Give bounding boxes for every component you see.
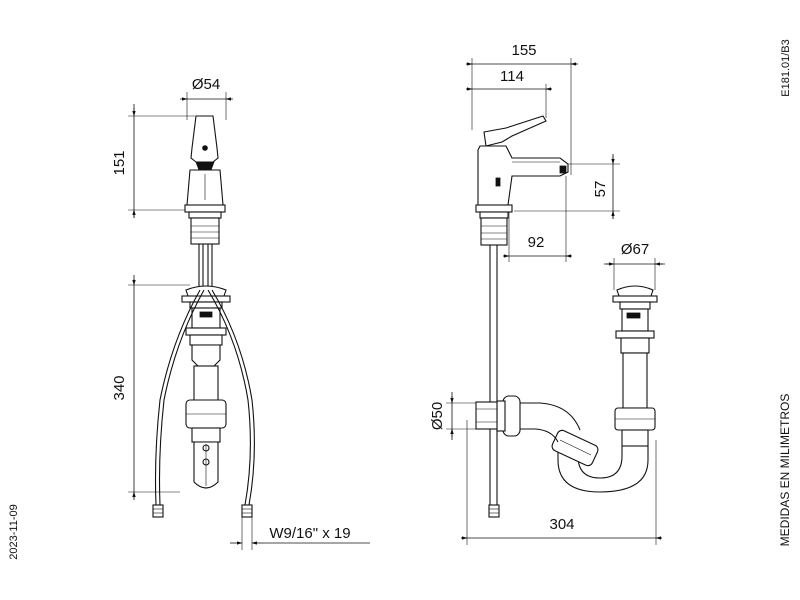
flexible-hoses-front xyxy=(152,289,255,518)
spout-width-label: 114 xyxy=(500,68,524,85)
front-view: Ø54 151 340 xyxy=(111,76,370,550)
dim-trap-length: 304 xyxy=(461,420,662,545)
drawing-date: 2023-11-09 xyxy=(8,504,20,559)
side-view: 155 114 xyxy=(429,42,665,545)
dim-spout-height: 57 xyxy=(514,154,620,219)
drain-front xyxy=(181,285,231,489)
faucet-front xyxy=(184,115,226,290)
trap-diameter-label: Ø50 xyxy=(429,402,446,430)
thread-label: W9/16" x 19 xyxy=(269,525,350,542)
faucet-side xyxy=(475,115,569,518)
p-trap xyxy=(475,395,649,493)
front-width-label: Ø54 xyxy=(192,76,220,93)
total-width-label: 155 xyxy=(511,42,536,59)
drawing-code: E181.01/B3 xyxy=(780,39,792,97)
spout-reach-label: 92 xyxy=(528,234,545,251)
spout-height-label: 57 xyxy=(592,181,609,198)
dim-drain-diameter: Ø67 xyxy=(604,241,665,290)
front-height-bottom-label: 340 xyxy=(111,375,128,400)
dim-front-height-top: 151 xyxy=(111,104,195,218)
drain-side xyxy=(612,285,658,447)
units-note: MEDIDAS EN MILIMETROS xyxy=(778,394,792,547)
dim-trap-diameter: Ø50 xyxy=(429,392,476,440)
drain-diameter-label: Ø67 xyxy=(621,241,649,258)
dim-front-width: Ø54 xyxy=(180,76,233,120)
dim-spout-reach: 92 xyxy=(503,176,572,262)
dim-front-height-bottom: 340 xyxy=(111,275,190,500)
dim-total-width: 155 xyxy=(466,42,578,175)
front-height-top-label: 151 xyxy=(111,150,128,175)
trap-length-label: 304 xyxy=(549,516,574,533)
dim-thread: W9/16" x 19 xyxy=(230,517,370,550)
dim-spout-width: 114 xyxy=(466,68,552,118)
